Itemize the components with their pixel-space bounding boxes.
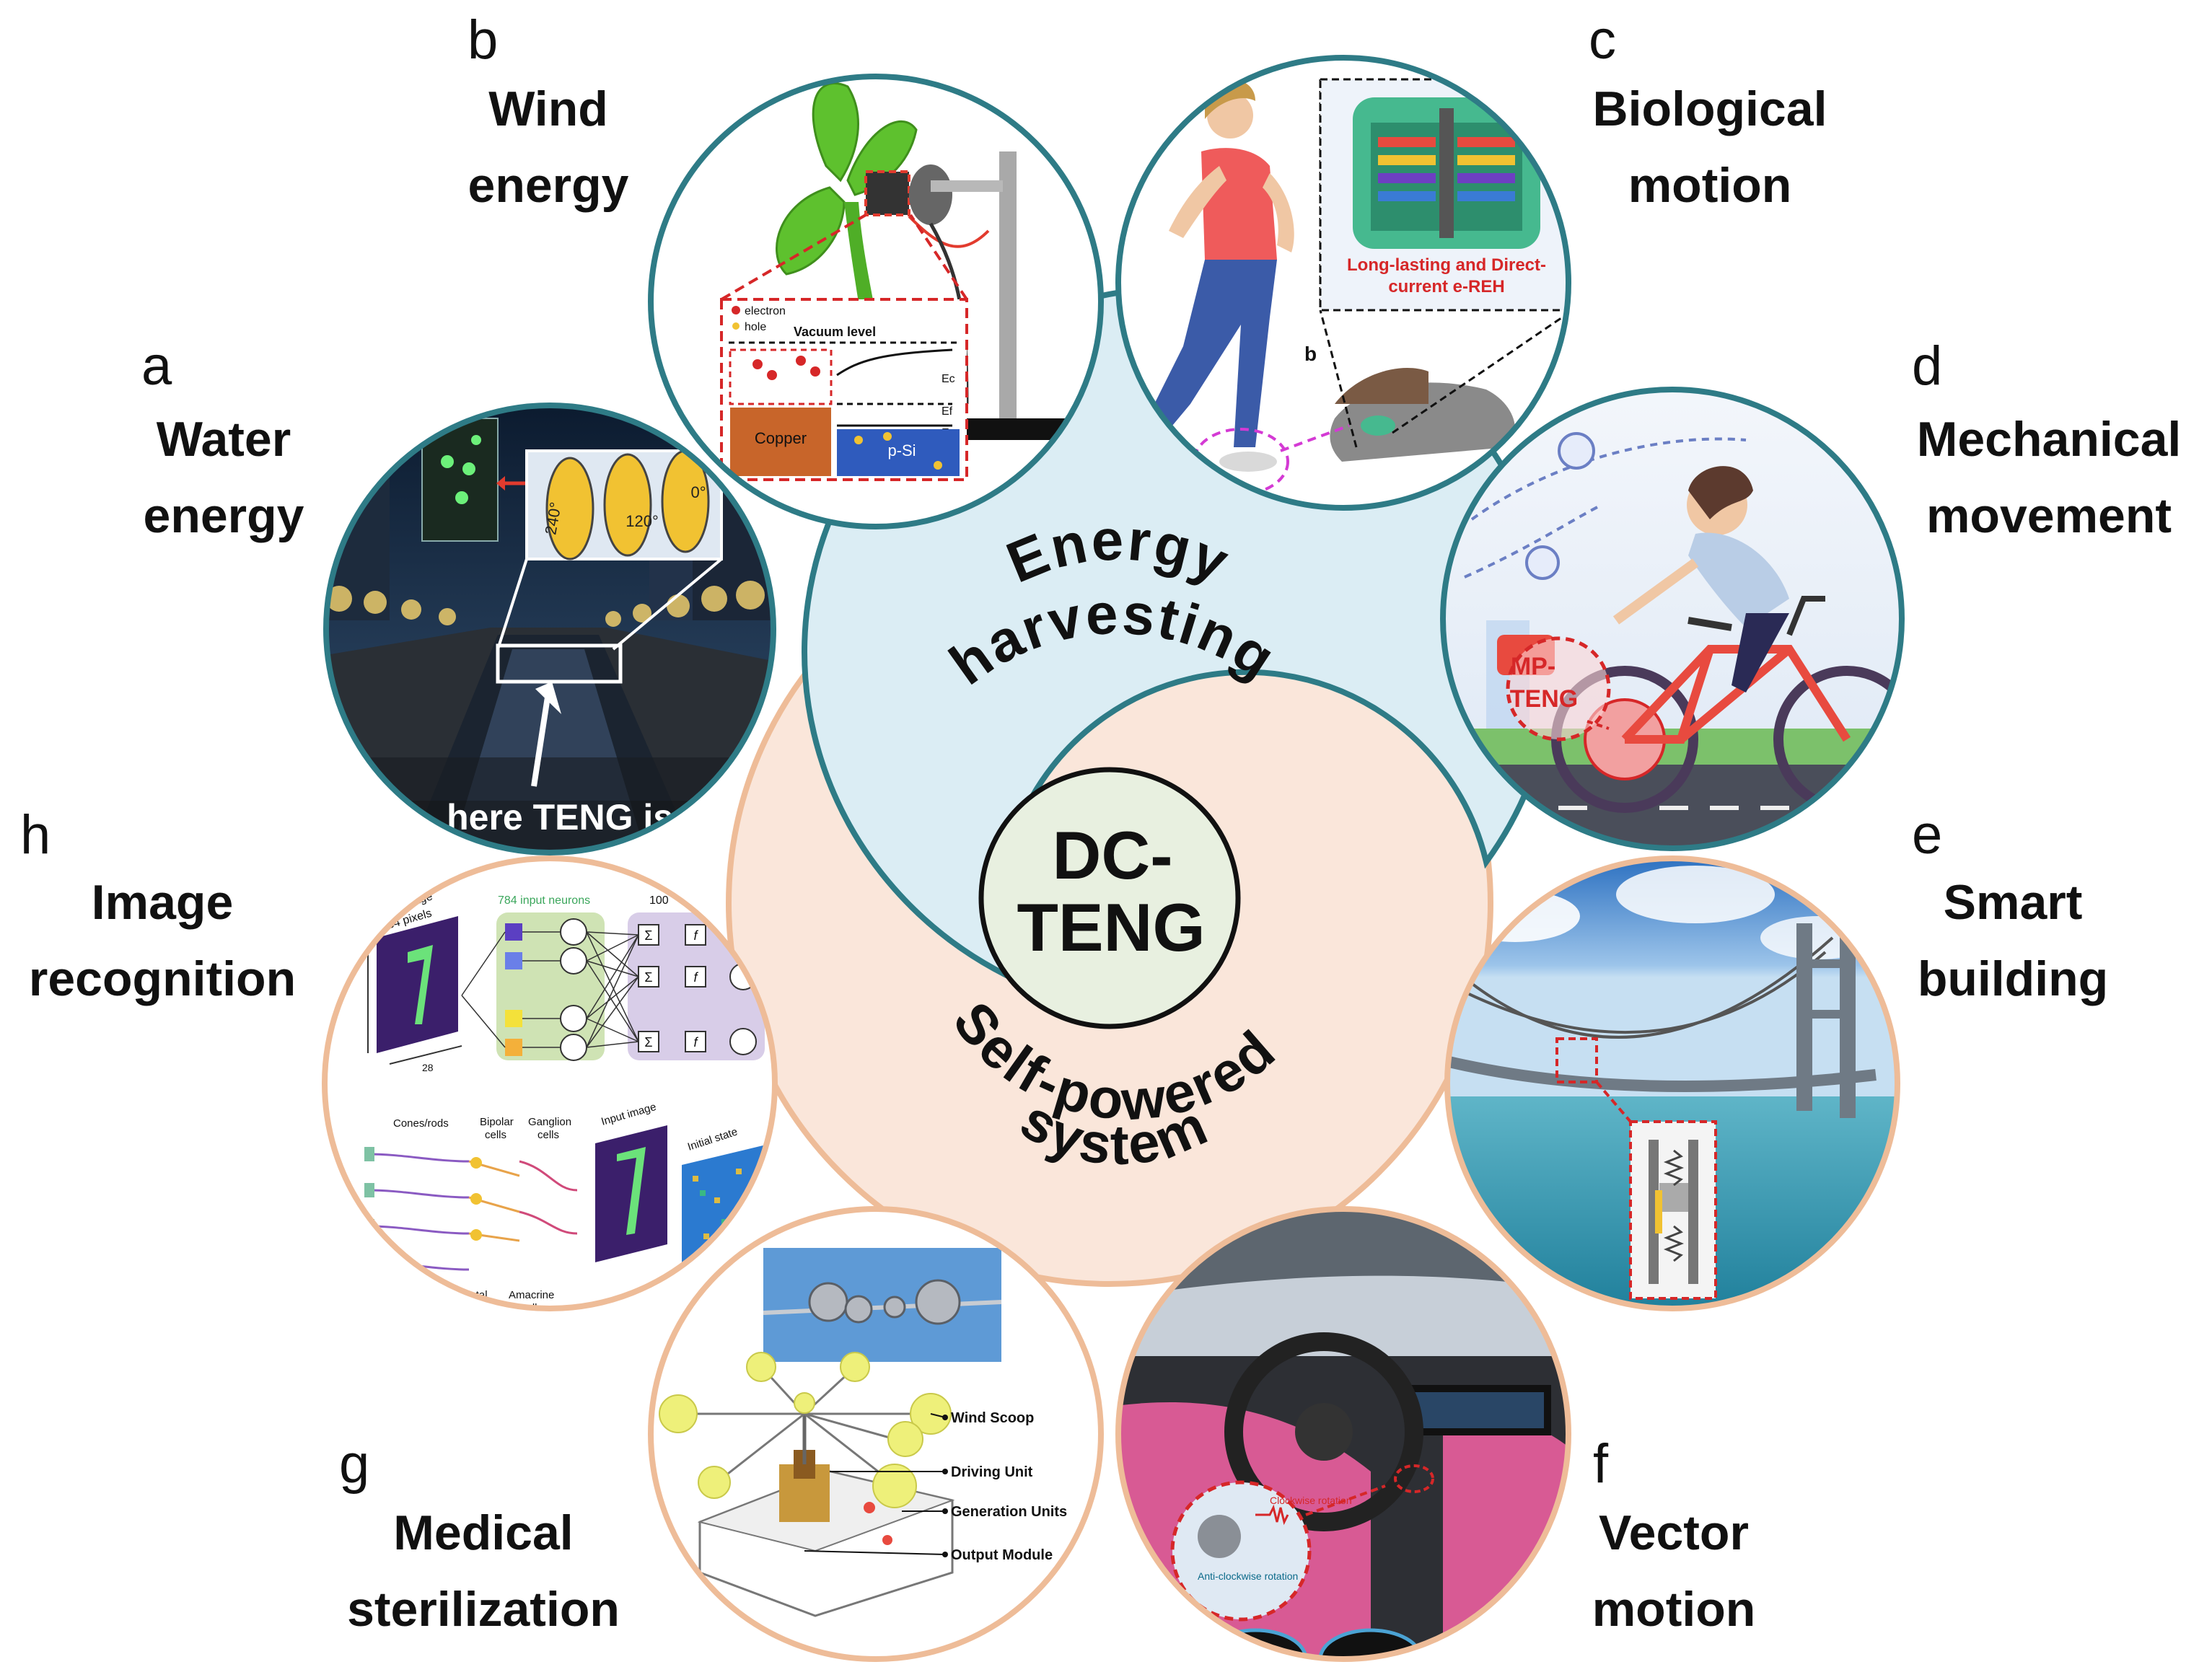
- venn-diagram: Energy harvesting Self-powered system DC…: [726, 285, 1558, 1287]
- panel-g-title-1: Medical: [393, 1505, 574, 1560]
- panel-h-title: Image recognition: [7, 864, 317, 1017]
- panel-e-image: [1444, 856, 1900, 1311]
- panel-a-image: here TENG is i 240° 120° 0°: [323, 403, 776, 856]
- panel-h-func-3: f: [693, 1035, 698, 1050]
- panel-f-inset-label-2: Anti-clockwise rotation: [1198, 1570, 1298, 1582]
- panel-h-neurons-label: 784 input neurons: [498, 894, 590, 907]
- panel-c-caption-2: current e-REH: [1388, 277, 1504, 296]
- panel-g-callout-1: Wind Scoop: [951, 1410, 1034, 1426]
- panel-f-title-1: Vector: [1599, 1505, 1749, 1560]
- center-circle: [978, 767, 1241, 1029]
- panel-b-hole-label: hole: [745, 321, 766, 333]
- panel-a-letter: a: [141, 335, 172, 397]
- panel-f-inset-label-1: Clockwise rotation: [1270, 1495, 1352, 1506]
- panel-b-title: Wind energy: [426, 71, 671, 224]
- panel-h-ganglion-label-1: Ganglion: [528, 1116, 571, 1128]
- panel-e-title-1: Smart: [1943, 875, 2083, 930]
- panel-b-electron-label: electron: [745, 305, 786, 317]
- panel-g-callout-4: Output Module: [951, 1547, 1053, 1563]
- panel-d-device-label-1: MP-: [1511, 653, 1555, 680]
- panel-g-callout-3: Generation Units: [951, 1504, 1067, 1520]
- panel-b-title-2: energy: [468, 158, 629, 213]
- panel-a-angle-3: 0°: [690, 483, 706, 501]
- panel-d-letter: d: [1912, 335, 1943, 397]
- panel-d-device-label-2: TENG: [1510, 685, 1578, 713]
- panel-c-sub-letter: b: [1304, 343, 1317, 365]
- panel-h-dim-label: 28: [422, 1062, 434, 1073]
- panel-h-image: Input image 784 pixels 28 784 input neur…: [322, 856, 778, 1314]
- panel-f-letter: f: [1593, 1433, 1609, 1495]
- panel-b-copper-label: Copper: [755, 429, 807, 447]
- panel-c-caption-1: Long-lasting and Direct-: [1347, 255, 1546, 275]
- panel-f-image: Clockwise rotation Anti-clockwise rotati…: [1115, 1206, 1571, 1662]
- center-label-2: TENG: [1017, 889, 1205, 965]
- panel-h-horizontal-label-2: cells: [449, 1302, 470, 1314]
- panel-h-func-1: f: [693, 928, 698, 943]
- panel-d-title-2: movement: [1926, 488, 2172, 543]
- panel-a-title: Water energy: [101, 401, 346, 554]
- panel-e-title: Smart building: [1890, 864, 2136, 1017]
- panel-h-cones-label: Cones/rods: [393, 1117, 449, 1130]
- panel-h-ganglion-label-2: cells: [537, 1129, 559, 1141]
- panel-e-title-2: building: [1917, 951, 2109, 1006]
- panel-h-sum-2: Σ: [644, 970, 652, 985]
- panel-c-title-1: Biological: [1592, 82, 1827, 136]
- panel-h-title-2: recognition: [28, 951, 297, 1006]
- panel-f-title-2: motion: [1592, 1582, 1756, 1637]
- panel-h-letter: h: [20, 804, 51, 866]
- panel-b-vacuum-label: Vacuum level: [794, 325, 876, 339]
- panel-h-sum-1: Σ: [644, 928, 652, 943]
- panel-a-photo-caption: here TENG is i: [447, 797, 693, 837]
- panel-a-title-1: Water: [156, 412, 291, 467]
- panel-d-title: Mechanical movement: [1897, 401, 2200, 554]
- panel-d-image: MP- TENG: [1440, 387, 1905, 851]
- panel-h-bipolar-label-1: Bipolar: [480, 1116, 514, 1128]
- panel-c-title-2: motion: [1628, 158, 1792, 213]
- panel-c-title: Biological motion: [1573, 71, 1847, 224]
- panel-e-letter: e: [1912, 804, 1943, 866]
- panel-a-title-2: energy: [143, 488, 304, 543]
- panel-g-title: Medical sterilization: [317, 1495, 649, 1648]
- panel-g-image: Wind Scoop Driving Unit Generation Units…: [648, 1206, 1104, 1662]
- panel-g-title-2: sterilization: [347, 1582, 620, 1637]
- panel-c-letter: c: [1589, 9, 1616, 71]
- panel-h-bipolar-label-2: cells: [485, 1129, 506, 1141]
- panel-b-ef-label: Ef: [942, 405, 953, 418]
- panel-h-func-2: f: [693, 970, 698, 985]
- panel-h-amacrine-label-1: Amacrine: [509, 1289, 554, 1301]
- panel-b-image: electron hole Vacuum level Ec Ef Ev Copp…: [648, 74, 1104, 529]
- panel-h-sum-3: Σ: [644, 1035, 652, 1050]
- panel-d-title-1: Mechanical: [1916, 412, 2182, 467]
- panel-b-letter: b: [468, 9, 499, 71]
- panel-f-title: Vector motion: [1551, 1495, 1796, 1648]
- panel-b-psi-label: p-Si: [887, 441, 916, 459]
- panel-g-callout-2: Driving Unit: [951, 1464, 1033, 1480]
- panel-b-title-1: Wind: [488, 82, 608, 136]
- panel-b-ec-label: Ec: [942, 373, 955, 385]
- panel-g-letter: g: [339, 1433, 370, 1495]
- center-label-1: DC-: [1052, 817, 1172, 893]
- panel-a-angle-2: 120°: [626, 512, 659, 530]
- panel-h-outputs-label: 100: [649, 894, 669, 907]
- panel-c-image: Long-lasting and Direct- current e-REH b: [1115, 55, 1571, 511]
- panel-h-title-1: Image: [91, 875, 234, 930]
